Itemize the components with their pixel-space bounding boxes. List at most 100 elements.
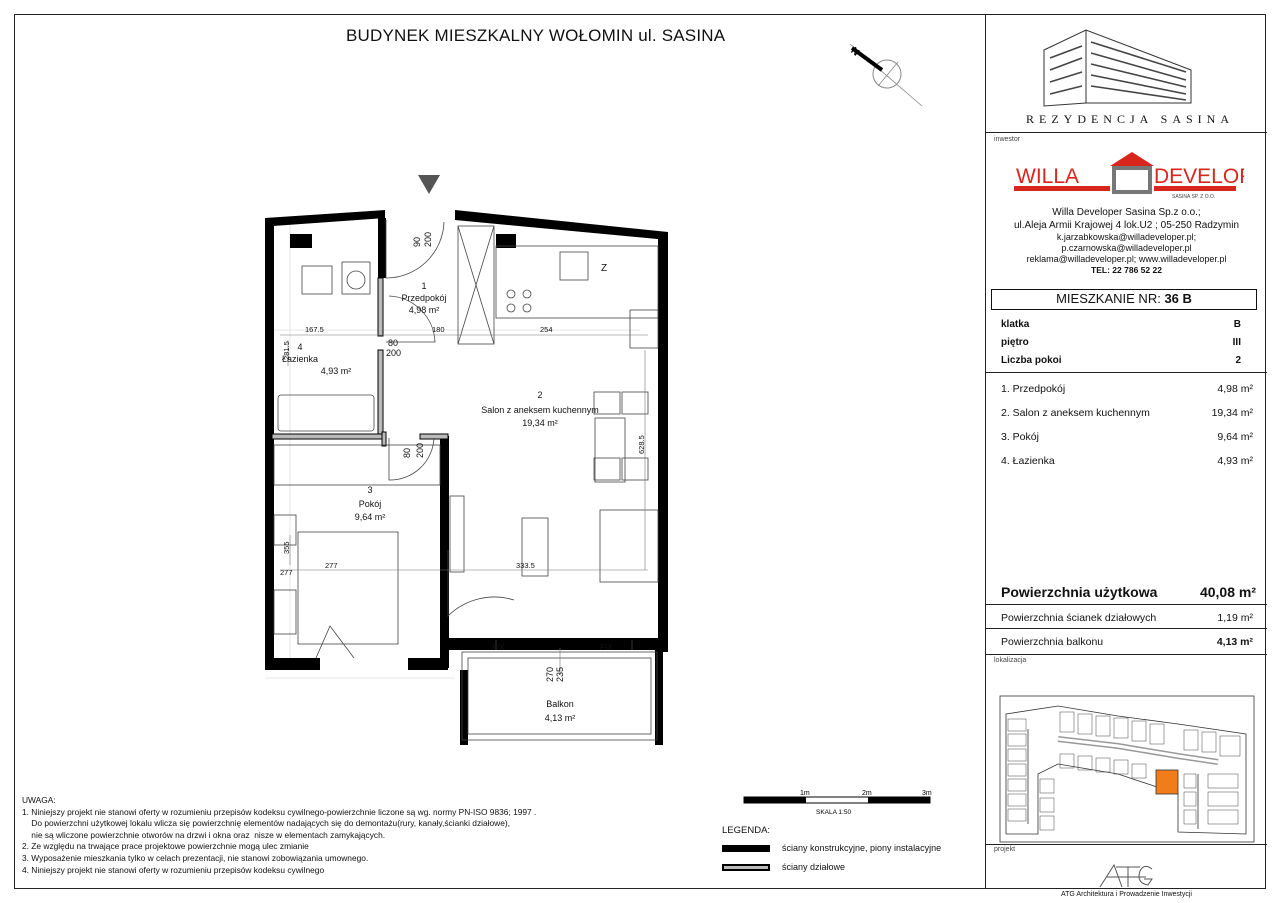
- apartment-number-box: MIESZKANIE NR: 36 B: [991, 289, 1257, 310]
- notes-line: Do powierzchni użytkowej lokalu wlicza s…: [22, 818, 510, 829]
- attr-value: 2: [1235, 355, 1241, 366]
- room3-name: Pokój: [359, 499, 382, 509]
- door1-width: 90: [412, 237, 422, 247]
- email-3[interactable]: reklama@willadeveloper.pl; www.willadeve…: [1026, 254, 1227, 264]
- door3-width: 80: [402, 448, 412, 458]
- compass-north-label: N: [848, 45, 861, 58]
- legend-partition: ściany działowe: [722, 862, 941, 872]
- legend-partition-swatch: [722, 863, 770, 871]
- atg-caption: ATG Architektura i Prowadzenie Inwestycj…: [1061, 891, 1192, 898]
- room3-area: 9,64 m²: [355, 512, 386, 522]
- room4-number: 4: [297, 342, 302, 352]
- room-name: 4. Łazienka: [1001, 455, 1055, 467]
- door3-height: 200: [415, 443, 425, 458]
- door1-height: 200: [423, 232, 433, 247]
- total-area-value: 40,08 m²: [1199, 584, 1256, 600]
- room-name: 1. Przedpokój: [1001, 383, 1066, 395]
- dim-355: 355: [282, 541, 291, 554]
- investor-info: Willa Developer Sasina Sp.z o.o.; ul.Ale…: [986, 206, 1267, 276]
- dim-254: 254: [540, 325, 553, 334]
- willa-developer-logo: WILLA DEVELOPER SASINA SP. Z O.O.: [1014, 152, 1244, 200]
- walls-area: Powierzchnia ścianek działowych 1,19 m²: [1001, 612, 1253, 624]
- legend-title: LEGENDA:: [722, 825, 771, 836]
- notes: UWAGA: 1. Niniejszy projekt nie stanowi …: [22, 795, 642, 876]
- dim-235: 235: [555, 667, 565, 682]
- attr-value: III: [1232, 337, 1241, 348]
- apartment-location-marker: [1155, 769, 1179, 795]
- company-name: Willa Developer Sasina Sp.z o.o.;: [1052, 207, 1201, 218]
- entrance-arrow-icon: [418, 175, 440, 194]
- balcony-area-label: Powierzchnia balkonu: [1001, 636, 1104, 648]
- divider: [986, 372, 1267, 373]
- atg-logo: ATG Architektura i Prowadzenie Inwestycj…: [986, 859, 1267, 901]
- drawing-sheet: [14, 14, 1266, 889]
- scale-3m: 3m: [922, 790, 932, 797]
- room-area: 4,98 m²: [1217, 383, 1253, 395]
- notes-line: 4. Niniejszy projekt nie stanowi oferty …: [22, 864, 325, 875]
- location-label: lokalizacja: [994, 657, 1027, 664]
- scale-label: SKALA 1:50: [816, 809, 851, 816]
- phone: TEL: 22 786 52 22: [1091, 265, 1162, 275]
- apartment-label: MIESZKANIE NR:: [1056, 291, 1161, 306]
- room-area: 9,64 m²: [1217, 431, 1253, 443]
- room2-area: 19,34 m²: [522, 418, 558, 428]
- brand-name: Rezydencja Sasina: [1025, 112, 1234, 126]
- scale-bar: 1m 2m 3m SKALA 1:50: [742, 788, 932, 820]
- notes-line: 3. Wyposażenie mieszkania tylko w celach…: [22, 852, 369, 863]
- apartment-number: 36 B: [1164, 291, 1192, 306]
- floor-plan: 167.5 180 254 277 277 333.5 281.5 355 62…: [260, 170, 680, 790]
- scale-2m: 2m: [862, 790, 872, 797]
- legend-structural: ściany konstrukcyjne, piony instalacyjne: [722, 843, 941, 853]
- dim-3335: 333.5: [516, 561, 535, 570]
- room1-number: 1: [421, 281, 426, 291]
- divider: [986, 844, 1267, 845]
- room1-name: Przedpokój: [401, 293, 446, 303]
- attr-key: klatka: [1001, 319, 1030, 330]
- notes-line: 2. Ze względu na trwające prace projekto…: [22, 841, 309, 852]
- notes-line: 1. Niniejszy projekt nie stanowi oferty …: [22, 806, 537, 817]
- door2-height: 200: [386, 348, 401, 358]
- location-map: [998, 694, 1256, 844]
- attr-key: Liczba pokoi: [1001, 355, 1062, 366]
- legend-partition-label: ściany działowe: [782, 862, 846, 872]
- willa-text: WILLA: [1016, 165, 1079, 188]
- room4-area: 4,93 m²: [321, 366, 352, 376]
- attr-value: B: [1233, 319, 1241, 330]
- info-panel: Rezydencja Sasina inwestor WILLA DEVELOP…: [985, 14, 1267, 898]
- email-1[interactable]: k.jarzabkowska@willadeveloper.pl;: [1056, 232, 1197, 242]
- notes-title: UWAGA:: [22, 795, 56, 805]
- developer-text: DEVELOPER: [1154, 165, 1244, 188]
- email-2[interactable]: p.czarnowska@willadeveloper.pl: [1061, 243, 1192, 253]
- room2-name: Salon z aneksem kuchennym: [481, 405, 599, 415]
- atg-logo-icon: [1099, 863, 1153, 888]
- walls-area-value: 1,19 m²: [1217, 612, 1253, 624]
- dim-277-label: 277: [325, 561, 338, 570]
- building-logo-icon: [1043, 29, 1192, 107]
- fix-label-left: FIX: [492, 643, 505, 652]
- legend-structural-swatch: [722, 844, 770, 852]
- door2-width: 80: [388, 338, 398, 348]
- balcony-area-value: 4,13 m²: [1216, 636, 1253, 648]
- balcony-area-row: Powierzchnia balkonu 4,13 m²: [1001, 636, 1253, 648]
- dim-1675: 167.5: [305, 325, 324, 334]
- room-area: 4,93 m²: [1217, 455, 1253, 467]
- room4-name: Łazienka: [282, 354, 318, 364]
- balcony-name: Balkon: [546, 699, 574, 709]
- dim-180: 180: [432, 325, 445, 334]
- divider: [986, 654, 1267, 655]
- divider: [986, 628, 1267, 629]
- legend-structural-label: ściany konstrukcyjne, piony instalacyjne: [782, 843, 942, 853]
- fix-label-right: FIX: [600, 643, 613, 652]
- dim-6285: 628.5: [637, 435, 646, 454]
- room2-number: 2: [537, 390, 542, 400]
- room-name: 2. Salon z aneksem kuchennym: [1001, 407, 1150, 419]
- dim-270: 270: [545, 667, 555, 682]
- room-area: 19,34 m²: [1211, 407, 1253, 419]
- room3-number: 3: [367, 485, 372, 495]
- company-address: ul.Aleja Armii Krajowej 4 lok.U2 ; 05-25…: [1013, 220, 1240, 231]
- attr-key: piętro: [1001, 337, 1029, 348]
- fridge-mark: Z: [601, 263, 607, 274]
- project-label: projekt: [994, 846, 1016, 853]
- dim-2815: 281.5: [282, 341, 291, 360]
- balcony-area: 4,13 m²: [545, 713, 576, 723]
